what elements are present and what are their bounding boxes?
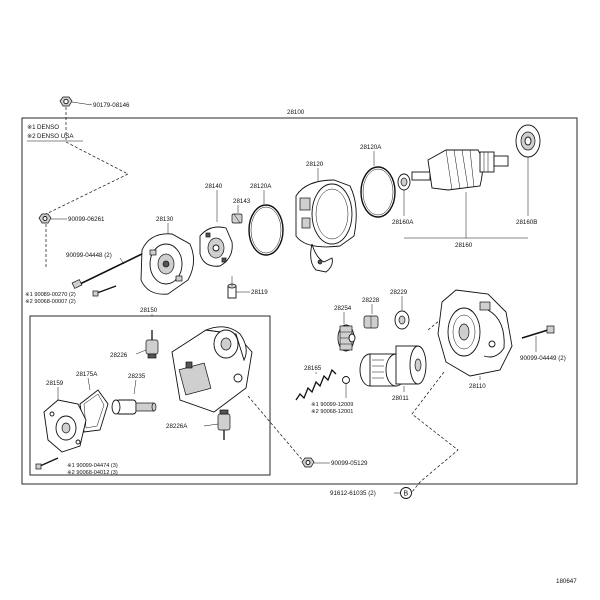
label-28159: 28159 bbox=[46, 380, 64, 387]
part-28119 bbox=[227, 276, 237, 299]
label-28150: 28150 bbox=[140, 307, 158, 314]
clutch-28011 bbox=[359, 345, 427, 387]
bearing-28160A bbox=[397, 173, 411, 191]
yoke-28120 bbox=[295, 179, 357, 273]
label-28130: 28130 bbox=[156, 216, 174, 223]
label-28120: 28120 bbox=[306, 161, 324, 168]
terminal-28226A bbox=[217, 409, 231, 440]
label-28165: 28165 bbox=[304, 365, 322, 372]
spring-28165 bbox=[295, 368, 337, 401]
label-28160A: 28160A bbox=[392, 219, 414, 226]
nut-90179-08146 bbox=[59, 96, 73, 107]
reference-b-letter: B bbox=[404, 491, 409, 498]
label-28140: 28140 bbox=[205, 183, 223, 190]
through-bolt-90099-04448 bbox=[71, 251, 147, 289]
leader-nut-top bbox=[65, 107, 129, 175]
label-90099-04474: ※1 90099-04474 (3) bbox=[67, 463, 118, 469]
main-assembly-number: 28100 bbox=[287, 109, 305, 116]
diagram-code: 180647 bbox=[556, 578, 577, 585]
o-ring-28120A-right bbox=[360, 166, 396, 218]
note-denso-mark: ※1 bbox=[27, 124, 36, 131]
end-frame-28130 bbox=[140, 233, 194, 295]
gear-28254 bbox=[337, 324, 356, 352]
label-28235: 28235 bbox=[128, 373, 146, 380]
spring-28143 bbox=[231, 213, 243, 224]
note-denso-usa-text: DENSO USA bbox=[37, 133, 74, 140]
o-ring-28120A-left bbox=[248, 204, 284, 256]
label-90099-06261: 90099-06261 bbox=[68, 216, 105, 223]
label-28110: 28110 bbox=[469, 383, 486, 390]
nut-90099-05129 bbox=[301, 457, 315, 468]
retainer-28228 bbox=[363, 315, 379, 329]
reference-b-marker bbox=[400, 487, 412, 499]
washer-90099-06261 bbox=[38, 213, 52, 224]
label-90089-00270: ※1 90089-00270 (2) bbox=[25, 292, 76, 298]
label-28011: 28011 bbox=[392, 395, 409, 402]
steel-ball bbox=[342, 376, 350, 384]
bearing-28160B bbox=[515, 124, 541, 158]
leader-to-washer bbox=[45, 173, 129, 215]
label-90099-12009: ※1 90099-12009 bbox=[311, 402, 353, 408]
cover-28159 bbox=[43, 399, 87, 453]
label-28120A-left: 28120A bbox=[250, 183, 272, 190]
label-28175A: 28175A bbox=[76, 371, 98, 378]
label-90099-04449: 90099-04449 (2) bbox=[520, 355, 566, 362]
note-denso-usa-mark: ※2 bbox=[27, 133, 36, 140]
label-91612-61035: 91612-61035 (2) bbox=[330, 490, 376, 497]
label-90068-12001: ※2 90068-12001 bbox=[311, 409, 353, 415]
label-28228: 28228 bbox=[362, 297, 380, 304]
magnetic-switch-housing bbox=[171, 326, 253, 413]
label-28160: 28160 bbox=[455, 242, 473, 249]
label-28119: 28119 bbox=[251, 289, 268, 296]
label-28226: 28226 bbox=[110, 352, 128, 359]
label-28226A: 28226A bbox=[166, 423, 188, 430]
label-28229: 28229 bbox=[390, 289, 408, 296]
label-90099-04448: 90099-04448 (2) bbox=[66, 252, 112, 259]
label-28160B: 28160B bbox=[516, 219, 537, 226]
bolt-90099-04449 bbox=[521, 325, 555, 339]
terminal-28226 bbox=[145, 330, 159, 359]
brush-holder-28140 bbox=[199, 226, 233, 267]
assembly-28100-frame bbox=[21, 117, 578, 485]
label-90179-08146: 90179-08146 bbox=[93, 102, 130, 109]
label-90099-05129: 90099-05129 bbox=[331, 460, 368, 467]
armature-28160 bbox=[411, 149, 509, 191]
housing-28110 bbox=[437, 289, 513, 377]
cover-screw bbox=[35, 457, 59, 470]
plunger-28235 bbox=[111, 399, 157, 415]
note-denso-text: DENSO bbox=[37, 124, 59, 131]
screw-90089-00270 bbox=[92, 285, 117, 297]
label-28120A-right: 28120A bbox=[360, 144, 382, 151]
roller-28229 bbox=[394, 310, 410, 330]
label-90068-00007: ※2 90068-00007 (2) bbox=[25, 299, 76, 305]
label-28254: 28254 bbox=[334, 305, 352, 312]
label-28143: 28143 bbox=[233, 198, 251, 205]
label-90068-04012: ※2 90068-04012 (3) bbox=[67, 470, 118, 476]
assembly-28150-frame bbox=[29, 315, 271, 476]
